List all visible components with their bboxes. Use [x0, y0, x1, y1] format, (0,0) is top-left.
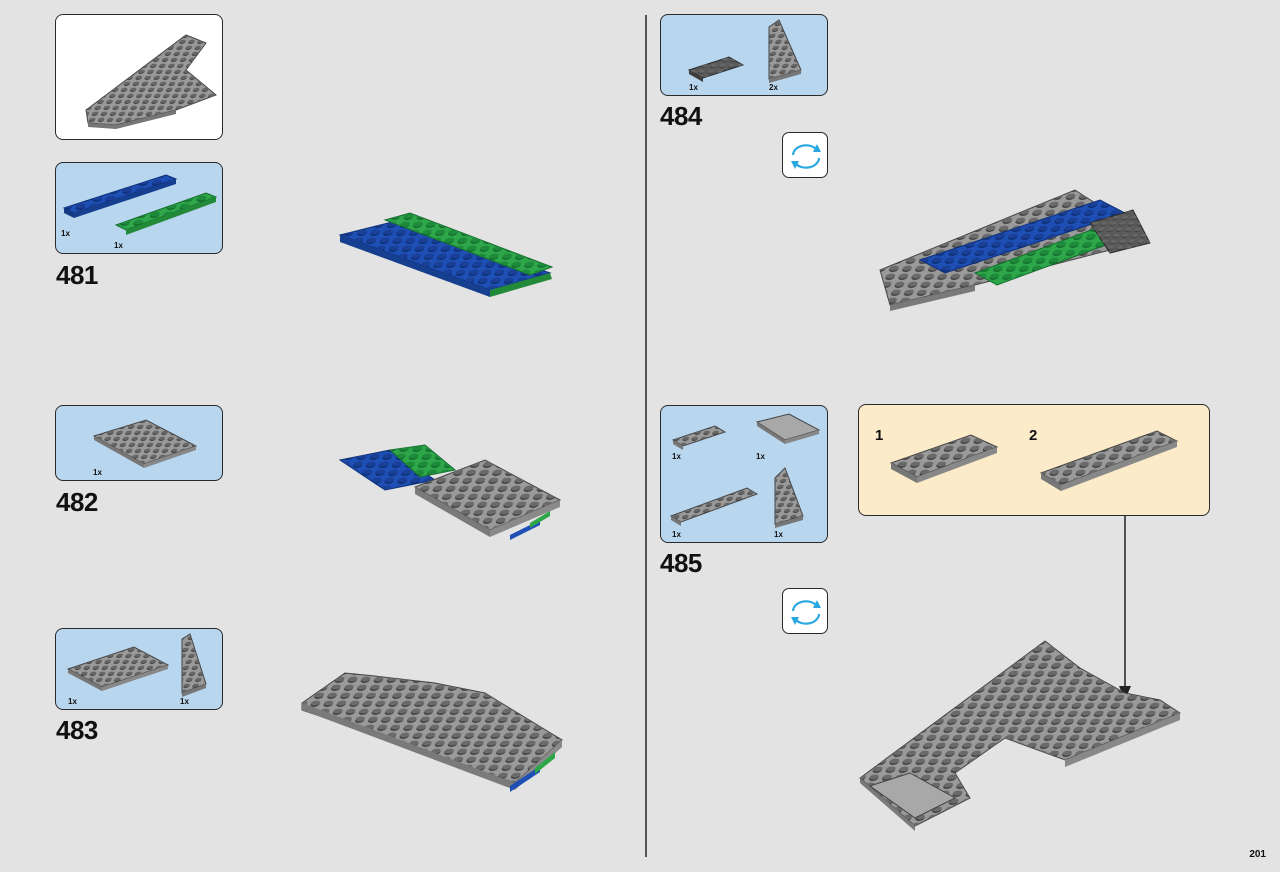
- step-number: 481: [56, 260, 98, 290]
- gray-plate-part: [92, 419, 198, 468]
- green-plate-part: [114, 192, 218, 235]
- part-quantity: 1x: [93, 468, 102, 477]
- part-quantity: 1x: [61, 229, 70, 238]
- part-quantity: 2x: [769, 83, 778, 92]
- part-quantity: 1x: [774, 530, 783, 539]
- part-quantity: 1x: [672, 530, 681, 539]
- step-485-parts-box: 1x 1x 1x 1x: [660, 405, 828, 543]
- step-number: 483: [56, 715, 98, 745]
- rotate-model-icon: [791, 600, 821, 625]
- step-484-parts-box: 1x 2x: [660, 14, 828, 96]
- part-quantity: 1x: [689, 83, 698, 92]
- wedge-plate-part: [181, 633, 207, 697]
- step-485-model: [859, 640, 1182, 831]
- step-number: 482: [56, 487, 98, 517]
- step-481-parts-box: 1x 1x: [55, 162, 223, 254]
- dark-plate-part: [687, 56, 745, 82]
- part-quantity: 1x: [180, 697, 189, 706]
- step-number: 485: [660, 548, 702, 578]
- rotate-model-button: [782, 588, 828, 634]
- substep-1-plate: [889, 434, 999, 483]
- step-484-model: [879, 189, 1151, 311]
- reference-model-image: [85, 34, 217, 129]
- substep-2-plate: [1039, 430, 1179, 491]
- part-quantity: 1x: [68, 697, 77, 706]
- tile-part: [755, 413, 821, 444]
- substep-number: 2: [1029, 427, 1038, 444]
- part-quantity: 1x: [114, 241, 123, 250]
- column-divider: [645, 15, 647, 857]
- step-481-model: [338, 212, 554, 297]
- wedge-plate-part: [768, 19, 802, 83]
- page-number: 201: [1249, 849, 1266, 860]
- blue-plate-part: [62, 174, 178, 218]
- step-number: 484: [660, 101, 702, 131]
- rotate-model-icon: [791, 144, 821, 169]
- part-quantity: 1x: [756, 452, 765, 461]
- step-482-model: [338, 444, 562, 540]
- gray-plate-part: [66, 646, 170, 691]
- part-quantity: 1x: [672, 452, 681, 461]
- gray-plate-part: [671, 425, 727, 450]
- wedge-plate-part: [774, 467, 804, 528]
- rotate-model-button: [782, 132, 828, 178]
- long-plate-part: [669, 487, 759, 526]
- substep-number: 1: [875, 427, 884, 444]
- reference-model-box: [55, 14, 223, 140]
- step-483-model: [301, 672, 563, 792]
- step-483-parts-box: 1x 1x: [55, 628, 223, 710]
- step-482-parts-box: 1x: [55, 405, 223, 481]
- substep-box: 1 2: [858, 404, 1210, 516]
